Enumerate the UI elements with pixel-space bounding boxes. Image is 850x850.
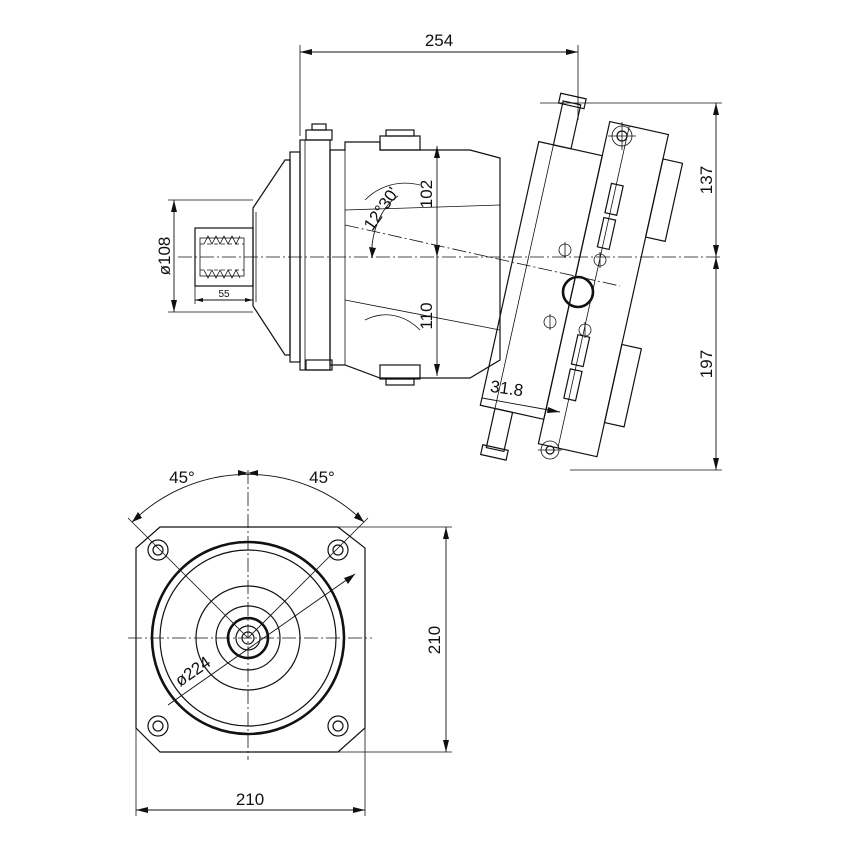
upper-height-label: 102: [417, 180, 436, 208]
end-cap-assembly: [479, 92, 684, 461]
dim-flange-width: 210: [135, 728, 366, 816]
dim-port-offset: 31.8: [481, 377, 561, 413]
front-view: 45° 45° ø224 210 210: [127, 468, 452, 816]
lower-height-label: 110: [417, 302, 436, 329]
dim-right-heights: 137 197: [540, 102, 722, 471]
bolt-hole-bl: [147, 715, 169, 737]
dim-shaft-diameter: ø108: [155, 199, 253, 313]
dim-overall-length: 254: [299, 31, 579, 136]
dim-flange-height: 210: [338, 526, 452, 753]
dim-internal-heights: 102 110: [417, 146, 440, 376]
mounting-flange-side: [289, 123, 333, 371]
bolt-hole-br: [327, 715, 349, 737]
tilt-angle-label: 12°30': [360, 184, 403, 234]
bolt-circle-label: ø224: [172, 653, 215, 691]
angle-right-label: 45°: [309, 468, 335, 487]
side-view: 254 137 197 102 110: [155, 31, 722, 471]
bottom-height-label: 197: [697, 350, 716, 378]
port-offset-label: 31.8: [489, 377, 524, 400]
port-bottom: [538, 440, 562, 460]
shaft-length-label: 55: [218, 289, 230, 300]
housing-body: [329, 129, 501, 386]
top-height-label: 137: [697, 166, 716, 194]
output-shaft: [194, 227, 254, 287]
bolt-hole-tr: [327, 539, 349, 561]
overall-length-label: 254: [425, 31, 453, 50]
small-port-marks: [543, 242, 607, 338]
shaft-diameter-label: ø108: [155, 237, 174, 276]
flange-width-label: 210: [236, 790, 264, 809]
flange-height-label: 210: [425, 626, 444, 654]
dim-angles: 45° 45°: [127, 468, 369, 639]
dim-tilt-angle: 12°30': [360, 184, 403, 259]
dim-shaft-length: 55: [194, 286, 254, 304]
angle-left-label: 45°: [169, 468, 195, 487]
bolt-hole-tl: [147, 539, 169, 561]
port-top: [608, 122, 636, 150]
